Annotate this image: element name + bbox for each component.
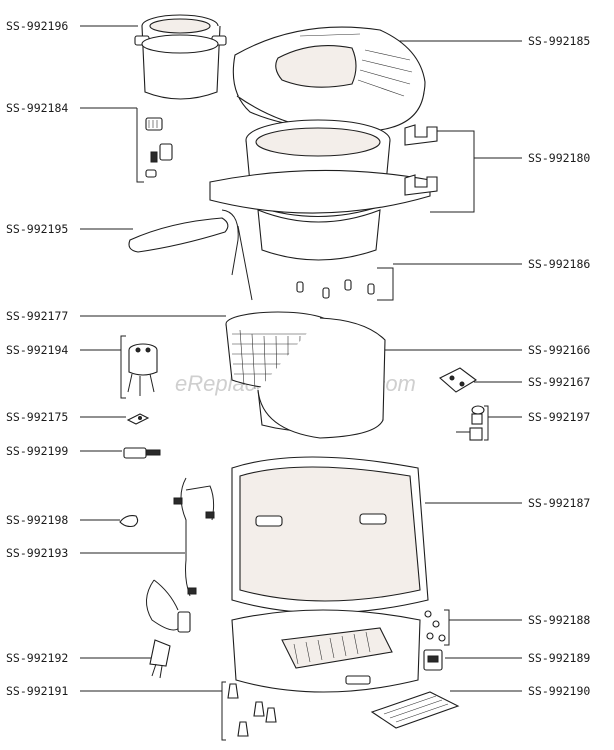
label-ss-992191[interactable]: SS-992191 bbox=[6, 684, 68, 698]
label-ss-992195[interactable]: SS-992195 bbox=[6, 222, 68, 236]
part-ss-992196-filter-cup[interactable] bbox=[134, 14, 227, 100]
part-ss-992185-top-lid[interactable] bbox=[232, 26, 426, 133]
part-ss-992199-switch[interactable] bbox=[123, 447, 161, 459]
leader-lines-left bbox=[80, 25, 226, 741]
part-ss-992194-thermostat[interactable] bbox=[127, 343, 158, 396]
label-ss-992189[interactable]: SS-992189 bbox=[528, 651, 590, 665]
label-ss-992198[interactable]: SS-992198 bbox=[6, 513, 68, 527]
label-ss-992190[interactable]: SS-992190 bbox=[528, 684, 590, 698]
label-ss-992199[interactable]: SS-992199 bbox=[6, 444, 68, 458]
part-ss-992189-connector[interactable] bbox=[423, 649, 443, 671]
part-ss-992166-oil-bowl[interactable] bbox=[257, 317, 386, 439]
part-ss-992190-base-plate[interactable] bbox=[370, 691, 460, 729]
label-ss-992188[interactable]: SS-992188 bbox=[528, 613, 590, 627]
part-ss-992195-handle[interactable] bbox=[128, 209, 253, 301]
label-ss-992193[interactable]: SS-992193 bbox=[6, 546, 68, 560]
part-ss-992193-wiring[interactable] bbox=[173, 477, 215, 597]
label-ss-992184[interactable]: SS-992184 bbox=[6, 101, 68, 115]
part-base[interactable] bbox=[231, 609, 421, 693]
label-ss-992175[interactable]: SS-992175 bbox=[6, 410, 68, 424]
label-ss-992192[interactable]: SS-992192 bbox=[6, 651, 68, 665]
part-ss-992191-feet[interactable] bbox=[227, 683, 277, 737]
part-ss-992180-inner-ring[interactable] bbox=[209, 119, 438, 218]
label-ss-992186[interactable]: SS-992186 bbox=[528, 257, 590, 271]
part-ss-992167-board[interactable] bbox=[439, 367, 477, 393]
label-ss-992194[interactable]: SS-992194 bbox=[6, 343, 68, 357]
part-ss-992192-power-cord[interactable] bbox=[146, 579, 191, 679]
part-ss-992184-hinge-parts[interactable] bbox=[145, 117, 173, 178]
part-ss-992187-housing[interactable] bbox=[231, 456, 429, 614]
label-ss-992187[interactable]: SS-992187 bbox=[528, 496, 590, 510]
part-ss-992198-clip[interactable] bbox=[119, 515, 139, 528]
label-ss-992185[interactable]: SS-992185 bbox=[528, 34, 590, 48]
label-ss-992180[interactable]: SS-992180 bbox=[528, 151, 590, 165]
label-ss-992196[interactable]: SS-992196 bbox=[6, 19, 68, 33]
label-ss-992197[interactable]: SS-992197 bbox=[528, 410, 590, 424]
leader-lines-right bbox=[377, 40, 522, 692]
label-ss-992167[interactable]: SS-992167 bbox=[528, 375, 590, 389]
label-ss-992166[interactable]: SS-992166 bbox=[528, 343, 590, 357]
part-ss-992197-sensor[interactable] bbox=[456, 405, 485, 441]
part-ss-992175-clip[interactable] bbox=[126, 413, 150, 425]
label-ss-992177[interactable]: SS-992177 bbox=[6, 309, 68, 323]
part-ss-992186-lower-ring[interactable] bbox=[257, 209, 381, 299]
part-ss-992188-screws[interactable] bbox=[424, 610, 446, 642]
